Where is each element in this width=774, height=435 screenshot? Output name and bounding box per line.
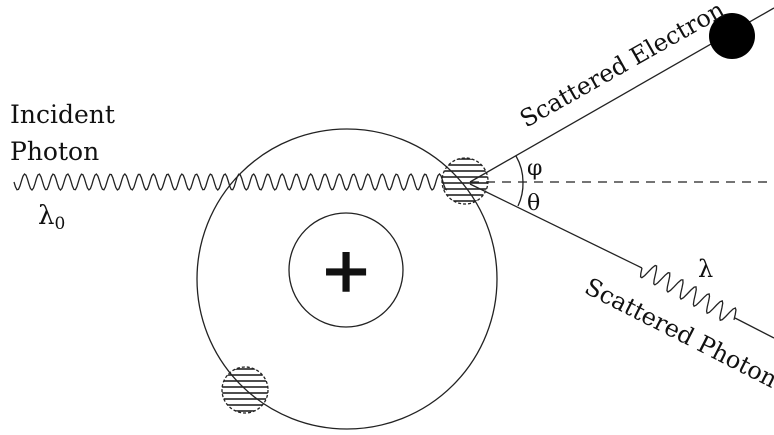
target-electron xyxy=(441,157,489,205)
scattered-photon-label: Scattered Photon xyxy=(580,272,774,393)
scattered-photon-path-start xyxy=(469,183,643,269)
scattered-electron xyxy=(709,13,755,59)
scattered-electron-label: Scattered Electron xyxy=(515,0,729,133)
lambda0-label: λ0 xyxy=(38,201,65,234)
scattered-photon-path-end xyxy=(734,317,774,339)
orbital-electron xyxy=(221,366,269,414)
theta-label: θ xyxy=(527,191,540,216)
scattered-photon-wave xyxy=(639,264,737,322)
incident-photon-label-line2: Photon xyxy=(10,137,99,166)
nucleus-plus-sign: + xyxy=(319,233,373,308)
incident-photon-wave xyxy=(13,173,448,191)
electron-orbit xyxy=(196,128,498,430)
theta-angle-arc xyxy=(517,181,524,207)
phi-label: φ xyxy=(527,156,542,181)
lambda-label: λ xyxy=(698,255,713,283)
nucleus xyxy=(288,212,404,328)
incident-photon-label-line1: Incident xyxy=(10,100,115,129)
phi-angle-arc xyxy=(515,155,524,183)
